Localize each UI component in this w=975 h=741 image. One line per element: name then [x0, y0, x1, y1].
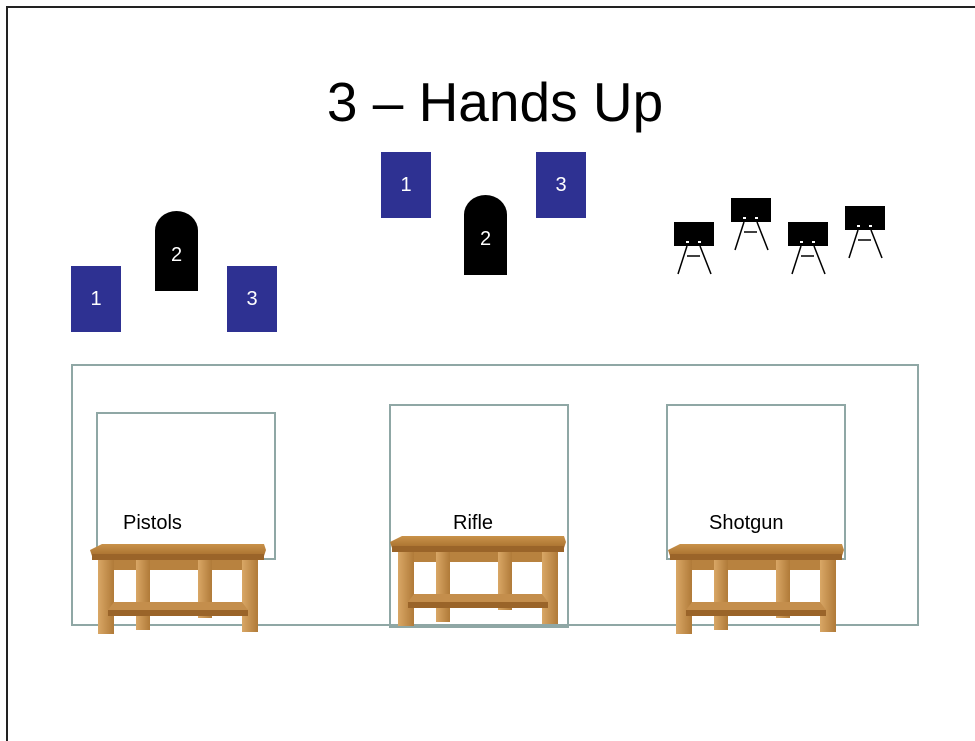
steel-plate-target-icon — [788, 222, 828, 275]
pistol-target-1: 1 — [71, 266, 121, 332]
steel-plate-target-icon — [674, 222, 714, 275]
pistol-target-3: 3 — [227, 266, 277, 332]
shooting-area-frame — [71, 364, 919, 626]
slide-frame — [6, 6, 975, 741]
table-icon — [668, 544, 844, 634]
pistol-target-2: 2 — [155, 211, 198, 291]
steel-plate-target-icon — [731, 198, 771, 251]
table-icon — [390, 536, 566, 626]
station-label-shotgun: Shotgun — [709, 512, 784, 534]
pistol-station-box — [96, 412, 276, 560]
steel-plate-target-icon — [845, 206, 885, 259]
rifle-target-3: 3 — [536, 152, 586, 218]
station-label-rifle: Rifle — [453, 512, 494, 534]
rifle-station-box — [389, 404, 569, 628]
shotgun-station-box — [666, 404, 846, 560]
slide-title: 3 – Hands Up — [326, 71, 664, 133]
table-icon — [90, 544, 266, 634]
rifle-target-2: 2 — [464, 195, 507, 275]
rifle-target-1: 1 — [381, 152, 431, 218]
station-label-pistols: Pistols — [123, 512, 182, 534]
